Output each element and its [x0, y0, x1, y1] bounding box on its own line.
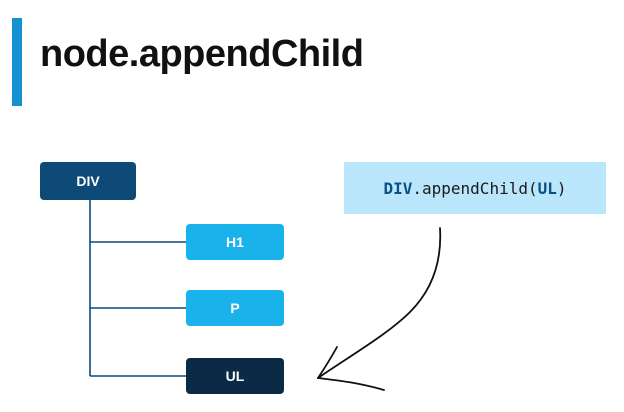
code-method: .appendChild( — [412, 178, 538, 198]
tree-node-p: P — [186, 290, 284, 326]
arrow-head-upper — [317, 346, 338, 379]
tree-node-h1: H1 — [186, 224, 284, 260]
arrow-head-lower — [317, 377, 385, 391]
tree-node-div: DIV — [40, 162, 136, 200]
title-accent-bar — [12, 18, 22, 106]
code-argument: UL — [537, 178, 557, 198]
tree-node-div-label: DIV — [76, 173, 100, 189]
slide-title: node.appendChild — [40, 33, 364, 75]
code-object: DIV — [383, 178, 413, 198]
tree-node-h1-label: H1 — [226, 234, 244, 250]
arrow-shaft — [317, 227, 442, 379]
code-snippet-box: DIV.appendChild(UL) — [344, 162, 606, 214]
tree-node-ul-label: UL — [225, 368, 245, 384]
tree-node-ul: UL — [186, 358, 284, 394]
tree-node-p-label: P — [230, 300, 240, 316]
code-close-paren: ) — [556, 178, 567, 198]
